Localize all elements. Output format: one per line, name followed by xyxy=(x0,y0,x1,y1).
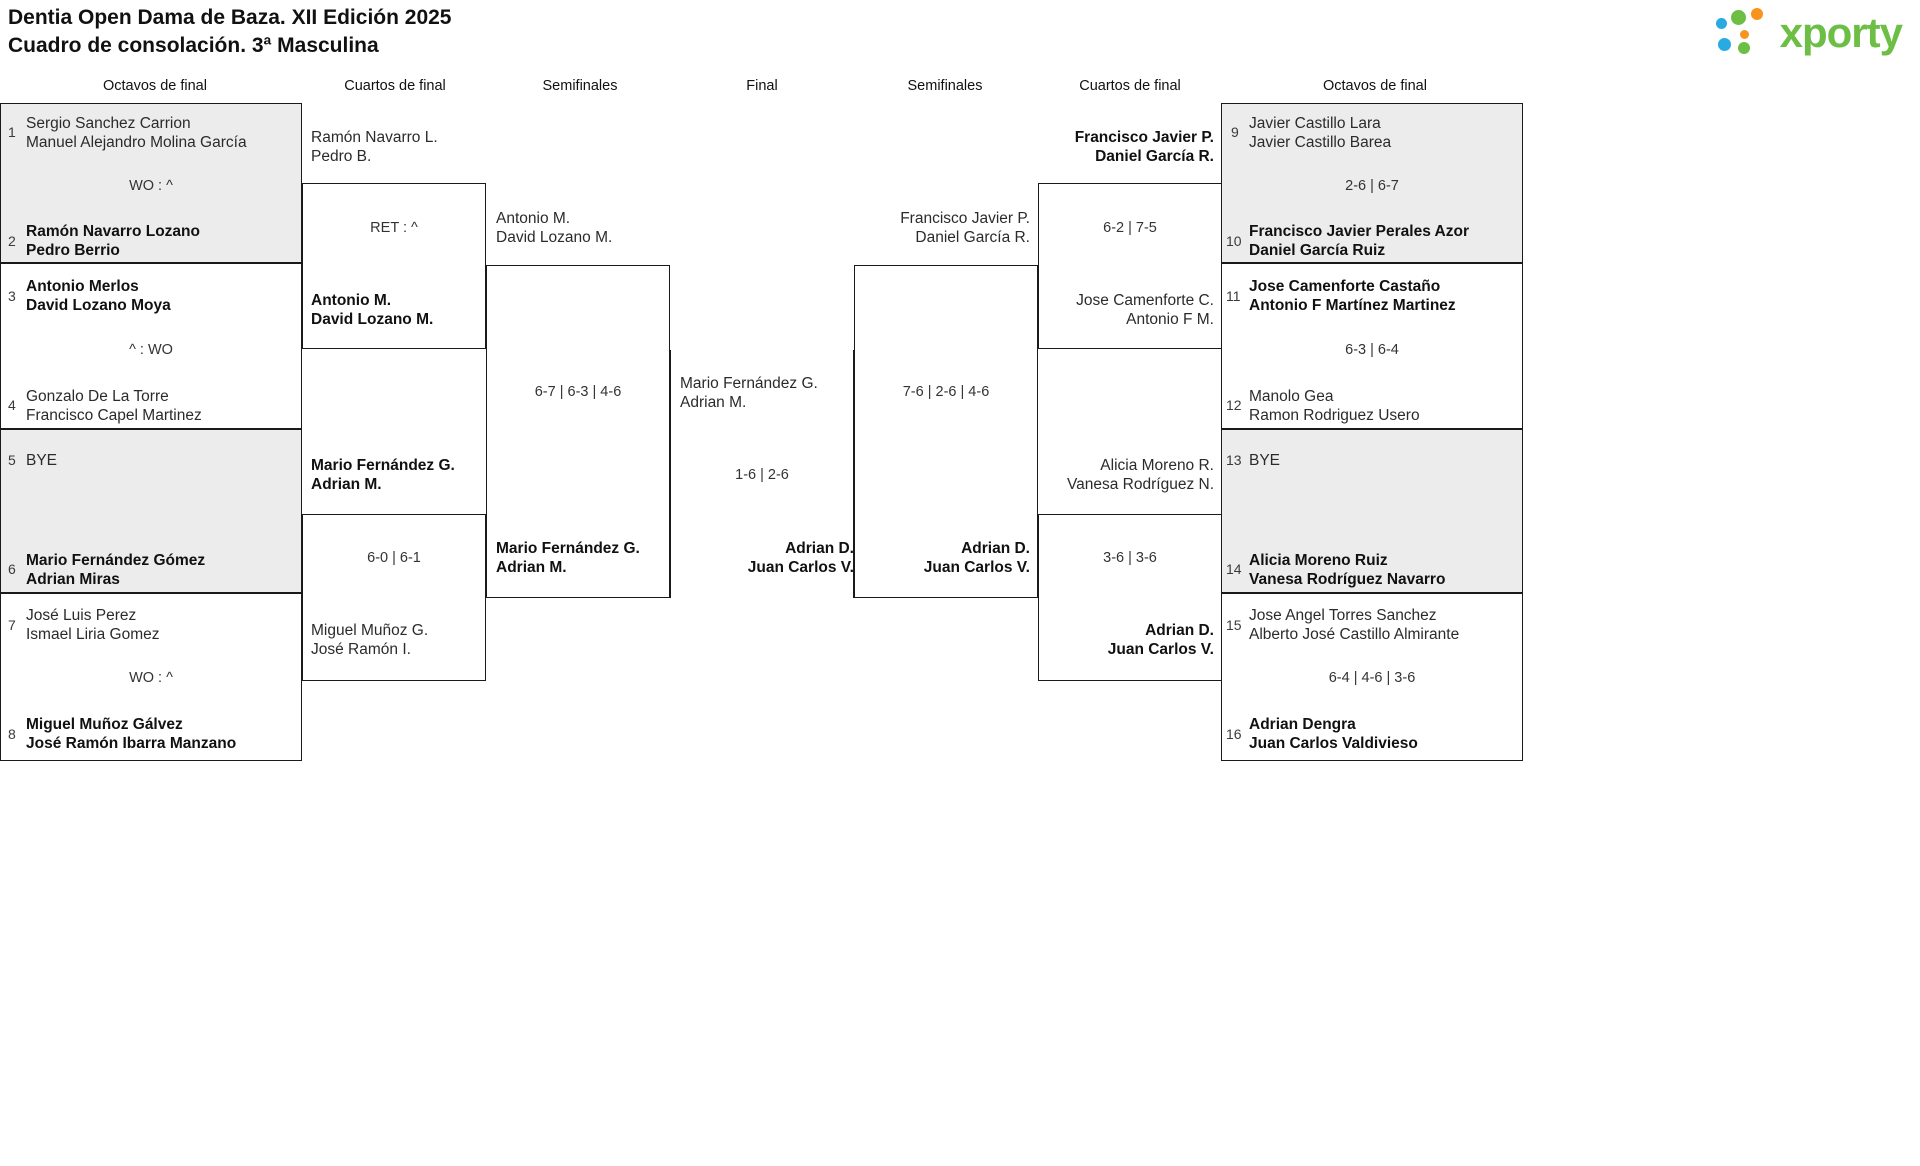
match-box-left-cuartos-1[interactable] xyxy=(302,183,486,349)
match-score: 7-6 | 2-6 | 4-6 xyxy=(902,384,990,400)
match-score: 6-7 | 6-3 | 4-6 xyxy=(534,384,622,400)
player-names: Miguel Muñoz G.José Ramón I. xyxy=(311,622,429,658)
seed-number: 5 xyxy=(8,452,16,468)
match-score: WO : ^ xyxy=(129,178,173,194)
match-score: ^ : WO xyxy=(129,342,173,358)
match-box-left-octavos-4[interactable] xyxy=(0,593,302,761)
match-score: 1-6 | 2-6 xyxy=(735,467,789,483)
seed-number: 1 xyxy=(8,124,16,140)
match-box-right-octavos-4[interactable] xyxy=(1221,593,1523,761)
seed-number: 14 xyxy=(1226,561,1242,577)
seed-number: 3 xyxy=(8,288,16,304)
player-names: Adrian D.Juan Carlos V. xyxy=(747,540,854,576)
player-names: Mario Fernández G.Adrian M. xyxy=(680,375,818,411)
match-box-left-octavos-3[interactable] xyxy=(0,429,302,593)
match-score: RET : ^ xyxy=(370,220,418,236)
round-heading-left-octavos: Octavos de final xyxy=(103,78,207,94)
bye-label: BYE xyxy=(26,452,58,469)
match-score: 2-6 | 6-7 xyxy=(1345,178,1399,194)
match-box-right-semis[interactable] xyxy=(854,265,1038,598)
round-heading-right-cuartos: Cuartos de final xyxy=(1079,78,1181,94)
player-names: Adrian D.Juan Carlos V. xyxy=(923,540,1030,576)
player-names: Adrian D.Juan Carlos V. xyxy=(1107,622,1214,658)
player-names: Ramón Navarro L.Pedro B. xyxy=(311,129,438,165)
seed-number: 7 xyxy=(8,617,16,633)
match-box-left-cuartos-2[interactable] xyxy=(302,514,486,681)
player-names: Mario Fernández G.Adrian M. xyxy=(496,540,640,576)
match-score: 6-4 | 4-6 | 3-6 xyxy=(1328,670,1416,686)
seed-number: 4 xyxy=(8,397,16,413)
match-box-final[interactable] xyxy=(670,350,854,598)
player-names: Mario Fernández G.Adrian M. xyxy=(311,457,455,493)
match-box-right-octavos-2[interactable] xyxy=(1221,263,1523,429)
round-heading-right-octavos: Octavos de final xyxy=(1323,78,1427,94)
match-box-right-octavos-3[interactable] xyxy=(1221,429,1523,593)
logo-dots-icon xyxy=(1715,8,1770,58)
player-names: Francisco Javier P.Daniel García R. xyxy=(900,210,1030,246)
seed-number: 6 xyxy=(8,561,16,577)
round-heading-final: Final xyxy=(746,78,778,94)
seed-number: 12 xyxy=(1226,397,1242,413)
seed-number: 2 xyxy=(8,233,16,249)
match-box-left-octavos-2[interactable] xyxy=(0,263,302,429)
tournament-title: Dentia Open Dama de Baza. XII Edición 20… xyxy=(8,6,452,29)
match-box-left-semis[interactable] xyxy=(486,265,670,598)
player-names: Jose Camenforte C.Antonio F M. xyxy=(1076,292,1214,328)
page-title: Dentia Open Dama de Baza. XII Edición 20… xyxy=(8,4,451,60)
xporty-logo[interactable]: xporty xyxy=(1715,8,1903,58)
round-heading-right-semis: Semifinales xyxy=(907,78,983,94)
seed-number: 8 xyxy=(8,726,16,742)
logo-wordmark: xporty xyxy=(1779,9,1903,56)
seed-number: 11 xyxy=(1226,288,1241,304)
round-heading-left-semis: Semifinales xyxy=(542,78,618,94)
match-score: WO : ^ xyxy=(129,670,173,686)
match-box-left-octavos-1[interactable] xyxy=(0,103,302,263)
seed-number: 9 xyxy=(1231,124,1239,140)
player-names: Antonio M.David Lozano M. xyxy=(311,292,434,328)
match-score: 6-3 | 6-4 xyxy=(1345,342,1399,358)
match-box-right-octavos-1[interactable] xyxy=(1221,103,1523,263)
seed-number: 13 xyxy=(1226,452,1242,468)
player-names: Antonio M.David Lozano M. xyxy=(496,210,613,246)
bye-label: BYE xyxy=(1249,452,1281,469)
player-names: Francisco Javier P.Daniel García R. xyxy=(1074,129,1214,165)
seed-number: 10 xyxy=(1226,233,1242,249)
round-heading-left-cuartos: Cuartos de final xyxy=(344,78,446,94)
match-score: 6-0 | 6-1 xyxy=(367,550,421,566)
match-score: 6-2 | 7-5 xyxy=(1103,220,1157,236)
seed-number: 15 xyxy=(1226,617,1242,633)
match-score: 3-6 | 3-6 xyxy=(1103,550,1157,566)
seed-number: 16 xyxy=(1226,726,1242,742)
tournament-subtitle: Cuadro de consolación. 3ª Masculina xyxy=(8,34,379,57)
player-names: Alicia Moreno R.Vanesa Rodríguez N. xyxy=(1066,457,1214,493)
